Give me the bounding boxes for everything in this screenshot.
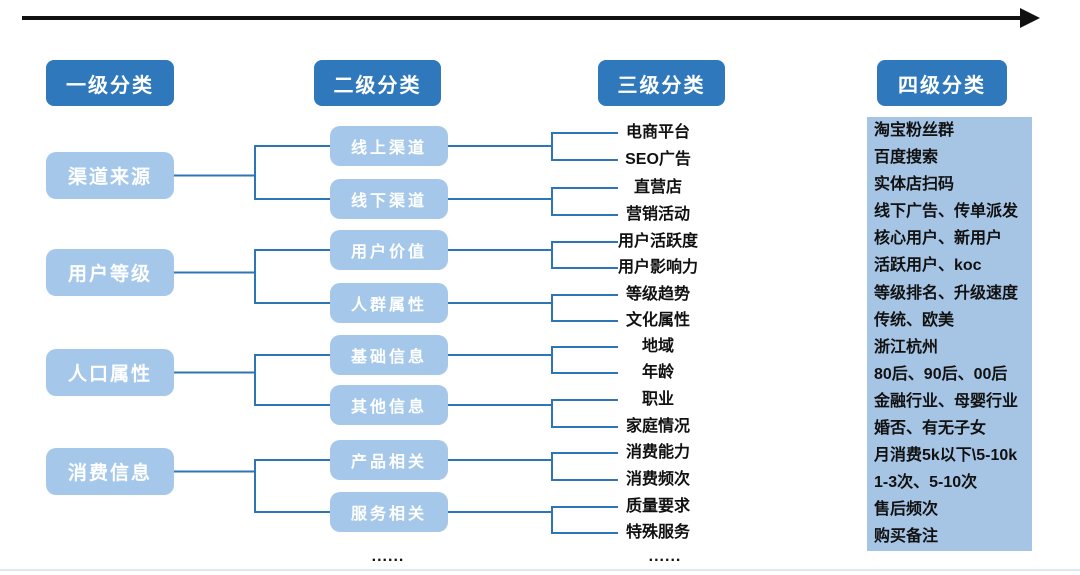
col-header-level3: 三级分类	[598, 60, 725, 106]
level4-row: 等级排名、升级速度	[874, 284, 1019, 302]
level4-row: 金融行业、母婴行业	[874, 392, 1019, 410]
level2-box: 人群属性	[330, 283, 448, 323]
bottom-divider	[0, 569, 1080, 571]
level1-box: 消费信息	[46, 448, 174, 495]
level3-item: 用户影响力	[617, 259, 698, 276]
level4-row: 80后、90后、00后	[874, 365, 1008, 383]
level4-panel: 淘宝粉丝群 百度搜索 实体店扫码 线下广告、传单派发 核心用户、新用户 活跃用户…	[867, 117, 1032, 551]
level4-row: 售后频次	[874, 501, 939, 519]
level4-row: 购买备注	[874, 528, 939, 546]
level2-box: 其他信息	[330, 385, 448, 425]
level1-box: 人口属性	[46, 349, 174, 396]
level2-box: 线下渠道	[330, 179, 448, 219]
level3-item: 等级趋势	[625, 286, 690, 303]
level4-row: 核心用户、新用户	[874, 230, 1003, 248]
level4-row: 1-3次、5-10次	[874, 474, 978, 492]
level4-row: 婚否、有无子女	[874, 420, 987, 438]
level4-row: 线下广告、传单派发	[874, 203, 1019, 221]
level4-row: 淘宝粉丝群	[874, 122, 955, 139]
level3-item: 年龄	[641, 364, 674, 381]
col-header-level4: 四级分类	[877, 60, 1007, 106]
level4-row: 月消费5k以下\5-10k	[874, 447, 1018, 465]
level3-item: 直营店	[633, 179, 682, 196]
col-header-level2: 二级分类	[314, 60, 441, 106]
level3-item: 消费能力	[625, 444, 690, 461]
level2-box: 产品相关	[330, 440, 448, 480]
level2-box: 线上渠道	[330, 126, 448, 166]
level3-item: 用户活跃度	[617, 233, 698, 250]
level2-box: 服务相关	[330, 492, 448, 532]
level3-item: 家庭情况	[625, 418, 690, 435]
level3-item: 地域	[641, 338, 674, 355]
flow-arrow	[22, 8, 1040, 28]
level1-box: 渠道来源	[46, 152, 174, 199]
ellipsis: ......	[371, 548, 405, 565]
level4-row: 实体店扫码	[874, 176, 955, 194]
level3-item: 文化属性	[625, 312, 690, 329]
level4-row: 活跃用户、koc	[874, 257, 982, 275]
level2-box: 基础信息	[330, 335, 448, 375]
level3-item: 职业	[641, 391, 674, 408]
level3-item: 特殊服务	[625, 524, 690, 541]
level2-box: 用户价值	[330, 230, 448, 270]
level1-box: 用户等级	[46, 249, 174, 296]
level3-item: SEO广告	[625, 151, 691, 168]
level3-item: 质量要求	[625, 498, 690, 515]
level3-item: 电商平台	[625, 124, 690, 141]
level3-item: 消费频次	[625, 471, 690, 488]
level4-row: 百度搜索	[874, 149, 939, 167]
level3-item: 营销活动	[625, 206, 690, 223]
ellipsis: ......	[648, 548, 682, 565]
level4-row: 传统、欧美	[874, 311, 955, 329]
level4-row: 浙江杭州	[874, 338, 939, 356]
col-header-level1: 一级分类	[46, 60, 174, 106]
